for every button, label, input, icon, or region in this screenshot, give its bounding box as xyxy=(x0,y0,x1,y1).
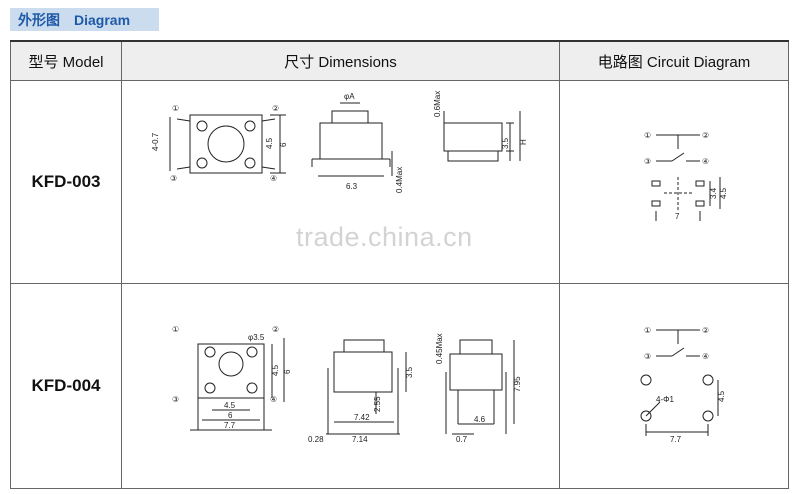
pin-label: ① xyxy=(644,326,651,335)
section-tag: 外形图 Diagram xyxy=(10,8,159,31)
dim-label: 3.5 xyxy=(405,366,414,378)
dim-label: φA xyxy=(344,92,355,101)
dim-label: 0.28 xyxy=(308,435,324,444)
dim-label: 4-Φ1 xyxy=(656,395,674,404)
dim-label: 6 xyxy=(283,369,292,374)
pin-label: ③ xyxy=(170,174,177,183)
dim-label: 6 xyxy=(279,142,288,147)
pin-label: ④ xyxy=(270,395,277,404)
pin-label: ④ xyxy=(702,352,709,361)
dim-label: 6.3 xyxy=(346,182,358,191)
dim-label: 4.5 xyxy=(271,364,280,376)
pin-label: ④ xyxy=(270,174,277,183)
pin-label: ② xyxy=(702,131,709,140)
pin-label: ② xyxy=(702,326,709,335)
col-header-dimensions: 尺寸 Dimensions xyxy=(121,40,560,81)
dimensions-drawing-kfd003: 4-0.7 4.5 6 φA 6.3 0.4Max 3.5 H 0.6Max ①… xyxy=(121,80,560,284)
dim-label: φ3.5 xyxy=(248,333,265,342)
dim-label: 4.5 xyxy=(717,390,726,402)
pin-label: ③ xyxy=(172,395,179,404)
dim-label: 6 xyxy=(228,411,233,420)
section-tag-en: Diagram xyxy=(74,11,131,28)
dimension-drawing: φ3.5 4.5 6 4.5 6 7.7 3.5 2.55 7.42 0.28 … xyxy=(172,325,522,444)
dim-label: 0.6Max xyxy=(433,91,442,117)
table-row: KFD-003 xyxy=(10,80,789,284)
dim-label: H xyxy=(519,139,528,145)
model-name: KFD-003 xyxy=(10,80,122,284)
dim-label: 0.45Max xyxy=(435,333,444,364)
col-header-circuit: 电路图 Circuit Diagram xyxy=(559,40,789,81)
pin-label: ② xyxy=(272,104,279,113)
dimension-drawing: 4-0.7 4.5 6 φA 6.3 0.4Max 3.5 H 0.6Max ①… xyxy=(151,91,528,193)
dim-label: 7.95 xyxy=(513,376,522,392)
dim-label: 4.5 xyxy=(265,137,274,149)
dimensions-drawing-kfd004: φ3.5 4.5 6 4.5 6 7.7 3.5 2.55 7.42 0.28 … xyxy=(121,283,560,489)
dim-label: 4.5 xyxy=(719,187,728,199)
dim-label: 0.7 xyxy=(456,435,468,444)
table-row: KFD-004 xyxy=(10,283,789,489)
dim-label: 0.4Max xyxy=(395,167,404,193)
section-tag-cn: 外形图 xyxy=(18,11,60,28)
circuit-drawing: ① ② ③ ④ 3.4 4.5 7 xyxy=(644,131,728,221)
watermark: trade.china.cn xyxy=(296,222,473,252)
pin-label: ③ xyxy=(644,157,651,166)
dim-label: 4.5 xyxy=(224,401,236,410)
col-header-model: 型号 Model xyxy=(10,40,122,81)
pin-label: ② xyxy=(272,325,279,334)
dim-label: 7 xyxy=(675,212,680,221)
spec-table: 型号 Model 尺寸 Dimensions 电路图 Circuit Diagr… xyxy=(10,40,789,489)
model-name: KFD-004 xyxy=(10,283,122,489)
dim-label: 2.55 xyxy=(373,396,382,412)
pin-label: ① xyxy=(172,104,179,113)
dim-label: 3.4 xyxy=(709,187,718,199)
dim-label: 7.7 xyxy=(224,421,236,430)
pin-label: ① xyxy=(644,131,651,140)
dim-label: 7.14 xyxy=(352,435,368,444)
circuit-drawing: ① ② ③ ④ 4-Φ1 4.5 7.7 xyxy=(640,326,726,444)
pin-label: ① xyxy=(172,325,179,334)
circuit-diagram-kfd003: ① ② ③ ④ 3.4 4.5 7 xyxy=(559,80,789,284)
dim-label: 7.7 xyxy=(670,435,682,444)
header-row: 型号 Model 尺寸 Dimensions 电路图 Circuit Diagr… xyxy=(10,40,789,81)
dim-label: 7.42 xyxy=(354,413,370,422)
pin-label: ④ xyxy=(702,157,709,166)
dim-label: 4.6 xyxy=(474,415,486,424)
pin-label: ③ xyxy=(644,352,651,361)
dim-label: 3.5 xyxy=(501,137,510,149)
circuit-diagram-kfd004: ① ② ③ ④ 4-Φ1 4.5 7.7 xyxy=(559,283,789,489)
dim-label: 4-0.7 xyxy=(151,132,160,151)
